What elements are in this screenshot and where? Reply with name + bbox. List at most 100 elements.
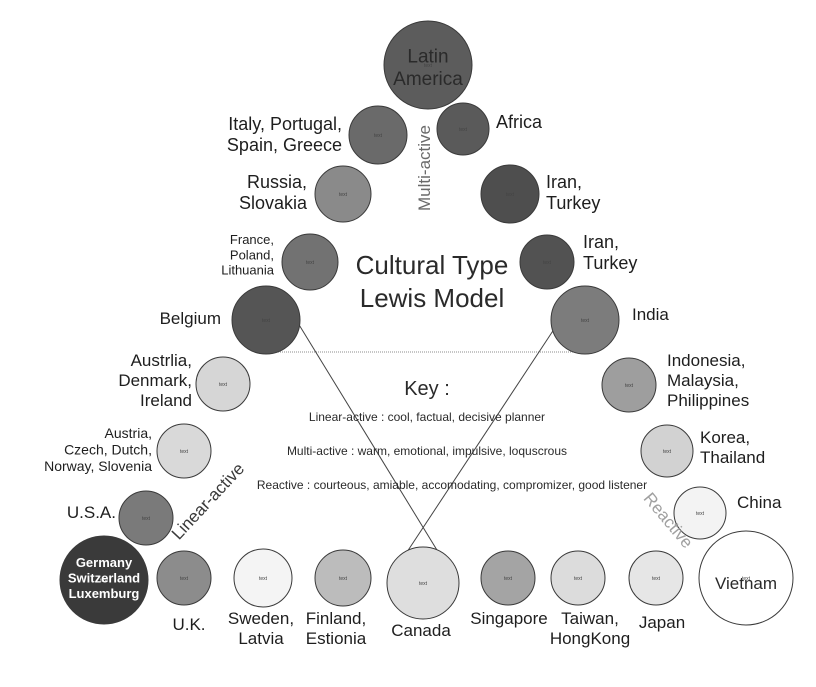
label-line: Africa [496, 112, 543, 132]
circle-sweden [233, 548, 293, 608]
label-japan: Japan [639, 613, 685, 632]
circle-placeholder-text: text [100, 578, 109, 584]
circle-iran-1 [480, 164, 540, 224]
label-line: Sweden, [228, 609, 294, 628]
label-line: Malaysia, [667, 371, 739, 390]
label-line: Slovakia [239, 193, 308, 213]
label-line: Taiwan, [561, 609, 619, 628]
label-line: Germany [76, 555, 133, 570]
label-russia: Russia,Slovakia [239, 172, 308, 213]
connector-lines [278, 304, 585, 556]
label-line: U.S.A. [67, 503, 116, 522]
key-linear-active: Linear-active : cool, factual, decisive … [309, 410, 545, 424]
label-line: Switzerland [68, 571, 140, 586]
circle-usa [118, 490, 174, 546]
label-line: Iran, [546, 172, 582, 192]
label-line: Norway, Slovenia [44, 458, 152, 474]
label-line: Lithuania [221, 263, 275, 278]
label-usa: U.S.A. [67, 503, 116, 522]
label-uk: U.K. [172, 615, 205, 634]
label-line: Singapore [470, 609, 548, 628]
label-line: Estionia [306, 629, 367, 648]
circle-russia [314, 165, 372, 223]
circle-africa [436, 102, 490, 156]
label-korea: Korea,Thailand [700, 428, 765, 467]
label-line: Latvia [238, 629, 284, 648]
label-finland: Finland,Estionia [306, 609, 367, 648]
connector-india-canada [404, 304, 571, 556]
circle-placeholder-text: text [262, 318, 271, 324]
label-line: Korea, [700, 428, 750, 447]
circle-placeholder-text: text [374, 133, 383, 139]
circle-placeholder-text: text [581, 318, 590, 324]
multi-active-axis-label: Multi-active [415, 125, 434, 211]
connector-belgium-canada [289, 309, 441, 556]
circle-placeholder-text: text [742, 576, 751, 582]
label-line: Spain, Greece [227, 135, 342, 155]
circle-italy [348, 105, 408, 165]
circle-china [673, 486, 727, 540]
circle-placeholder-text: text [506, 192, 515, 198]
circle-placeholder-text: text [142, 516, 151, 522]
key-heading: Key : [404, 378, 450, 400]
label-line: Italy, Portugal, [228, 114, 342, 134]
label-china: China [737, 493, 782, 512]
circle-uk [156, 550, 212, 606]
circle-france [281, 233, 339, 291]
label-line: Russia, [247, 172, 307, 192]
label-line: America [393, 69, 463, 90]
label-line: Denmark, [118, 371, 192, 390]
circle-placeholder-text: text [339, 576, 348, 582]
circle-austria [156, 423, 212, 479]
circle-indonesia [601, 357, 657, 413]
circle-placeholder-text: text [219, 382, 228, 388]
label-france: France,Poland,Lithuania [221, 232, 275, 278]
label-line: Latin [407, 46, 448, 67]
label-line: Czech, Dutch, [64, 442, 152, 458]
label-line: Ireland [140, 391, 192, 410]
label-line: Turkey [583, 253, 637, 273]
circle-latin-america [383, 20, 473, 110]
title-line-1: Cultural Type [356, 250, 509, 280]
circle-placeholder-text: text [663, 449, 672, 455]
label-line: Philippines [667, 391, 749, 410]
circle-placeholder-text: text [652, 576, 661, 582]
label-line: Austria, [105, 425, 152, 441]
label-line: India [632, 305, 669, 324]
circle-placeholder-text: text [459, 127, 468, 133]
circle-placeholder-text: text [259, 576, 268, 582]
circle-iran-2 [519, 234, 575, 290]
label-line: Austrlia, [131, 351, 192, 370]
label-vietnam: Vietnam [715, 574, 777, 593]
key-reactive: Reactive : courteous, amiable, accomodat… [257, 478, 647, 492]
country-circles: text text text text text text text text text text… [59, 20, 794, 626]
circle-vietnam [698, 530, 794, 626]
circle-austrlia [195, 356, 251, 412]
circle-placeholder-text: text [543, 260, 552, 266]
circle-placeholder-text: text [424, 63, 433, 69]
title-line-2: Lewis Model [360, 283, 505, 313]
circle-taiwan [550, 550, 606, 606]
circle-canada [386, 546, 460, 620]
label-line: Turkey [546, 193, 600, 213]
circle-belgium [231, 285, 301, 355]
label-line: Indonesia, [667, 351, 745, 370]
label-line: Poland, [230, 247, 274, 262]
label-line: Thailand [700, 448, 765, 467]
circle-placeholder-text: text [574, 576, 583, 582]
circle-singapore [480, 550, 536, 606]
label-canada: Canada [391, 621, 451, 640]
label-line: China [737, 493, 782, 512]
circle-japan [628, 550, 684, 606]
label-belgium: Belgium [160, 309, 221, 328]
key-multi-active: Multi-active : warm, emotional, impulsiv… [287, 444, 567, 458]
label-line: Japan [639, 613, 685, 632]
circle-placeholder-text: text [696, 511, 705, 517]
label-line: France, [230, 232, 274, 247]
label-line: Finland, [306, 609, 366, 628]
circle-india [550, 285, 620, 355]
